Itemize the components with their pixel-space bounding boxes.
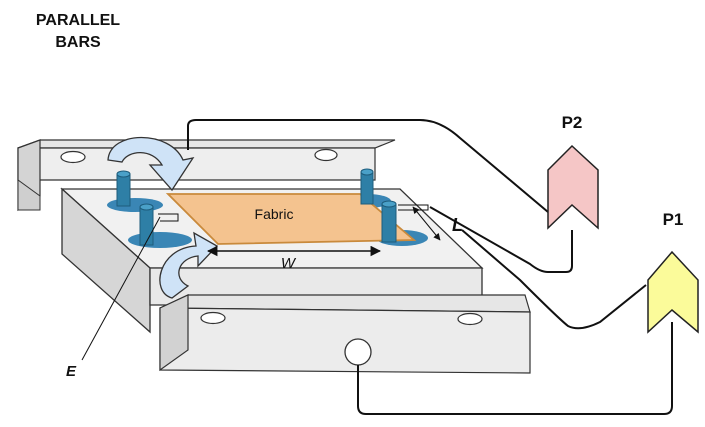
probe-p2: P2 xyxy=(547,113,599,230)
wires xyxy=(187,119,673,415)
rotation-arrow-bottom xyxy=(159,231,219,299)
width-label: W xyxy=(281,255,297,272)
back-bar-hole-left xyxy=(60,150,86,164)
electrode-label: E xyxy=(66,216,161,380)
width-dimension: W xyxy=(206,245,382,272)
front-bar-hole-right xyxy=(457,312,483,326)
electrode-label-text: E xyxy=(66,363,77,380)
title-line-2: BARS xyxy=(55,34,101,51)
length-dimension: L xyxy=(412,206,463,241)
back-bar-hole-right xyxy=(314,148,338,162)
probe-p1: P1 xyxy=(647,210,699,334)
wire-p2-top xyxy=(187,119,549,213)
electrode-posts xyxy=(116,168,397,246)
fabric-sheet: Fabric xyxy=(165,193,417,245)
p2-label: P2 xyxy=(562,113,583,132)
wire-p2-return xyxy=(429,206,573,273)
p1-label: P1 xyxy=(663,210,684,229)
length-label: L xyxy=(452,215,463,235)
front-bar-hole-left xyxy=(200,311,226,325)
fabric-label: Fabric xyxy=(255,206,294,222)
back-parallel-bar xyxy=(17,139,396,212)
diagram-title: PARALLEL BARS xyxy=(8,10,148,54)
rotation-arrow-top xyxy=(107,136,195,192)
wire-p1-bottom xyxy=(357,322,673,415)
front-parallel-bar xyxy=(159,294,531,374)
front-bar-connector xyxy=(344,338,372,366)
title-line-1: PARALLEL xyxy=(35,12,121,29)
wire-p1-top xyxy=(461,229,647,330)
